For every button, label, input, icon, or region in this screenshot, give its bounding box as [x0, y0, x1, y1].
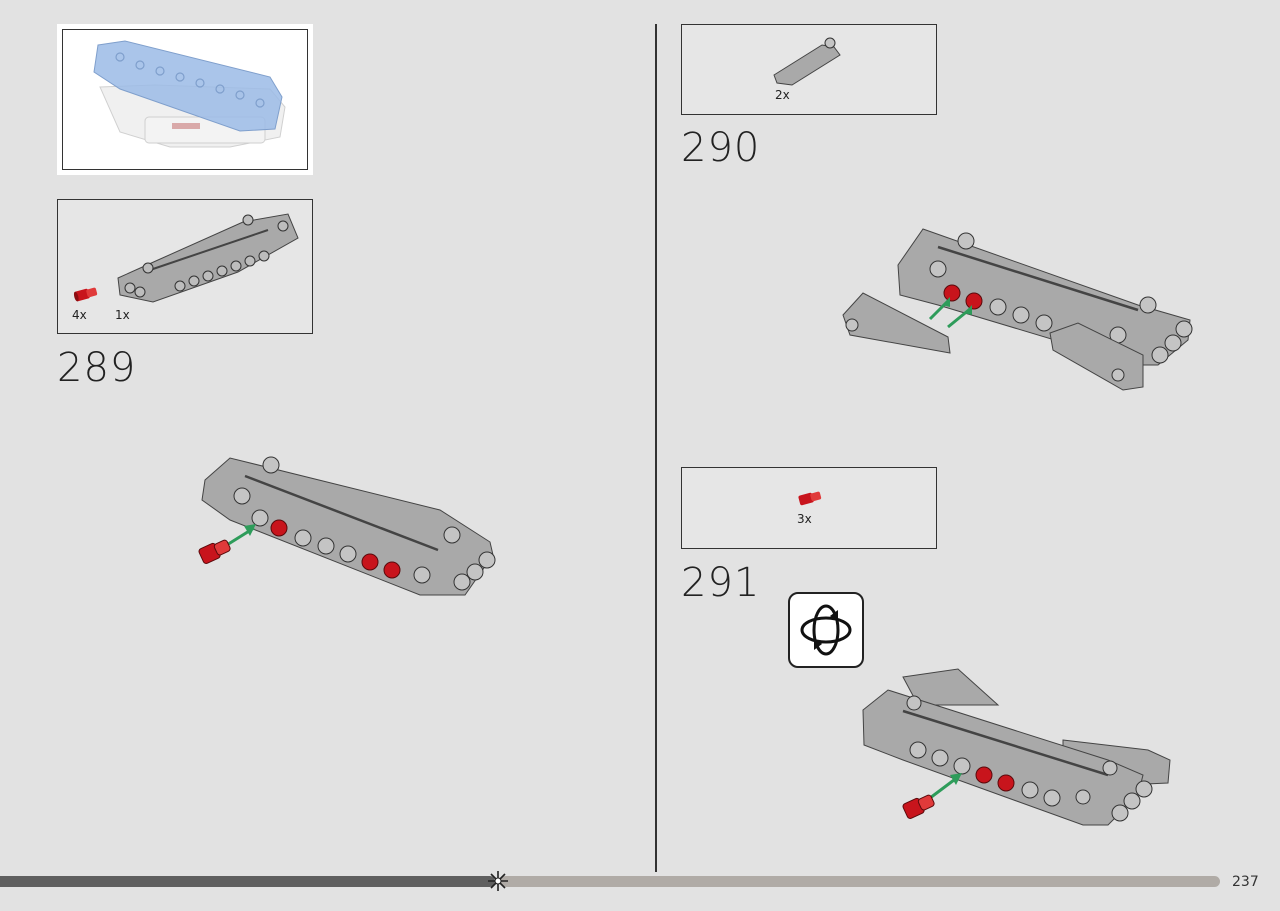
part-qty-pin-291: 3x: [797, 512, 812, 526]
parts-callout-291: 3x: [681, 467, 937, 549]
part-qty-slope-290: 2x: [775, 88, 790, 102]
page-number: 237: [1232, 874, 1259, 890]
submodel-illustration: [93, 40, 286, 148]
red-pin-icon: [198, 539, 231, 565]
parts-callout-289: 4x 1x: [57, 199, 313, 334]
parts-illustration-291: [798, 491, 822, 506]
red-pin-icon: [798, 491, 822, 506]
step-290-illustration: [842, 228, 1193, 391]
rotate-model-icon: [788, 592, 864, 668]
step-number-290: 290: [681, 125, 761, 171]
red-pin-installed: [270, 519, 401, 579]
part-qty-beam-289: 1x: [115, 308, 130, 322]
red-pin-icon: [73, 287, 98, 302]
footer-progress-right: [500, 876, 1220, 887]
parts-illustration-289: [73, 213, 299, 303]
submodel-callout: [57, 24, 313, 175]
beam-part-icon: [117, 213, 299, 303]
part-qty-pin-289: 4x: [72, 308, 87, 322]
snowflake-icon: [488, 871, 508, 891]
step-number-291: 291: [681, 560, 761, 606]
step-number-289: 289: [57, 345, 137, 391]
page-divider: [655, 24, 657, 872]
footer-progress-left: [0, 876, 495, 887]
step-291-illustration: [862, 668, 1171, 826]
step-289-illustration: [198, 456, 496, 596]
red-pin-icon: [902, 794, 935, 820]
parts-illustration-290: [773, 37, 841, 86]
parts-callout-290: 2x: [681, 24, 937, 115]
